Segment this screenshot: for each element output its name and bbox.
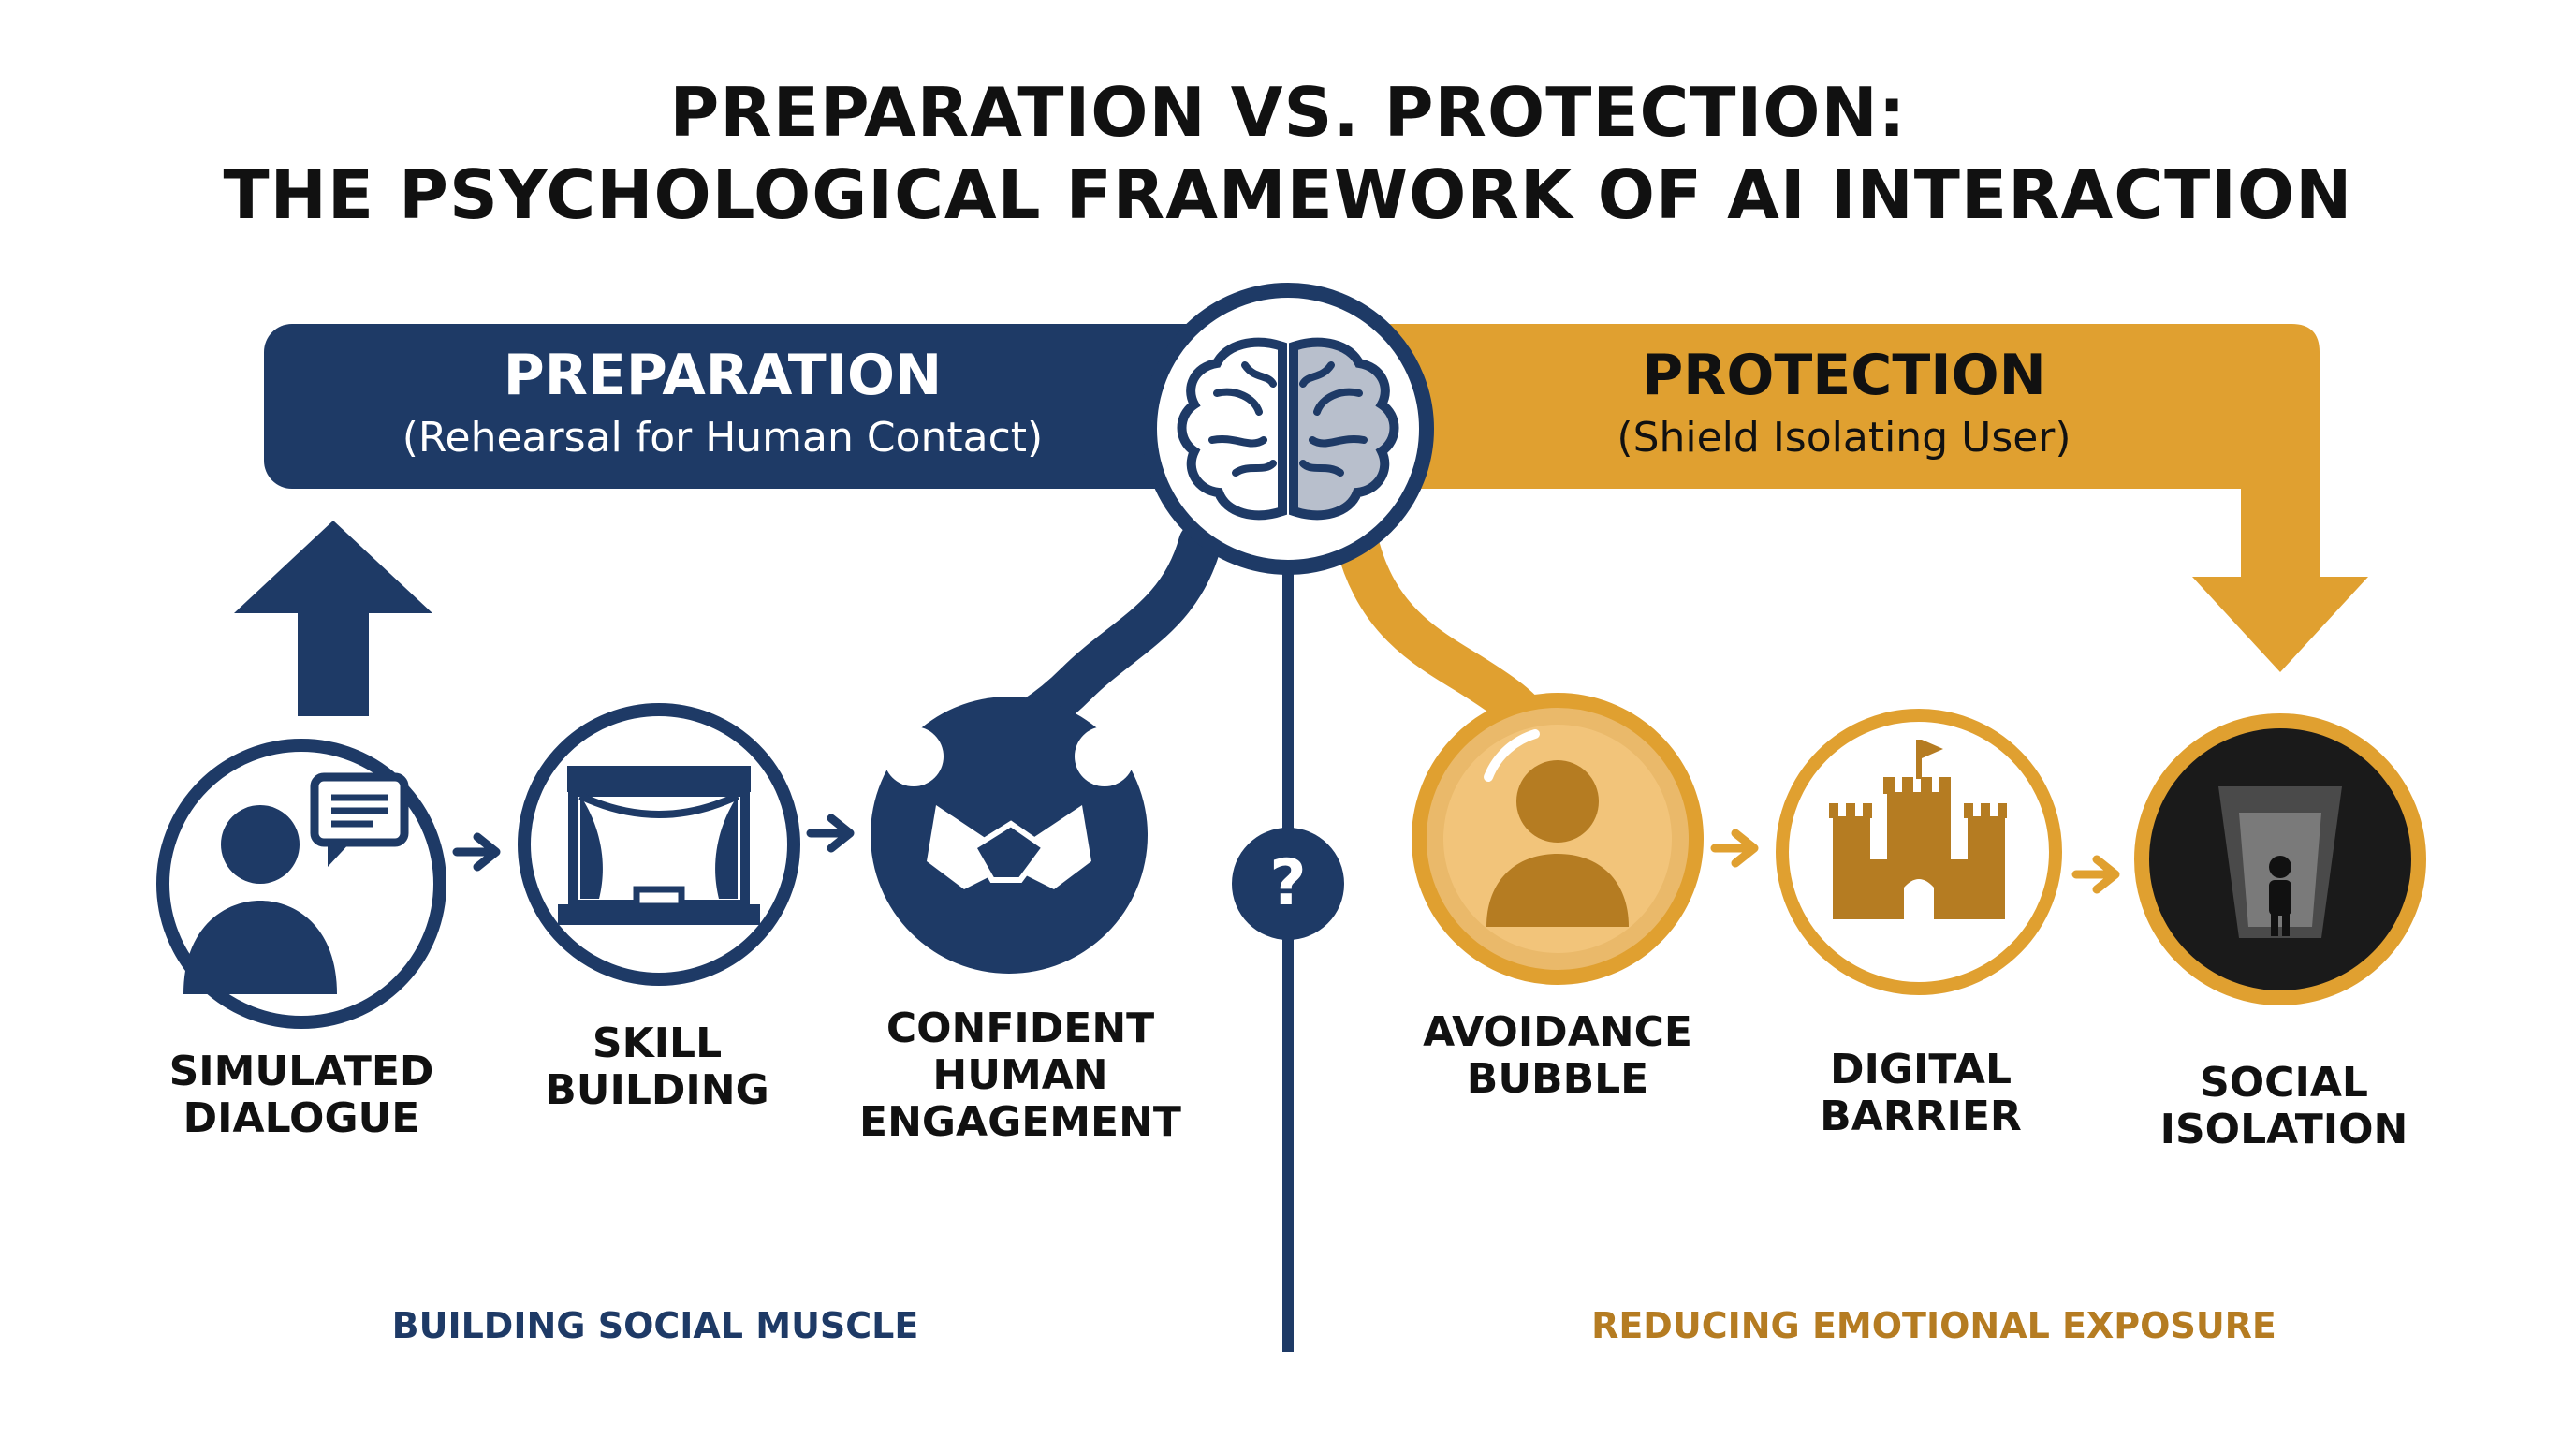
label-line: BUBBLE [1466, 1055, 1649, 1103]
label-line: AVOIDANCE [1423, 1008, 1692, 1056]
preparation-subtitle: (Rehearsal for Human Contact) [402, 414, 1044, 462]
label-line: ISOLATION [2159, 1106, 2408, 1153]
brain-icon [1142, 283, 1434, 575]
protection-banner [1339, 324, 2368, 672]
question-mark: ? [1269, 846, 1307, 920]
label-line: ENGAGEMENT [859, 1098, 1181, 1146]
person-bubble-icon [1412, 693, 1704, 985]
label-line: BARRIER [1820, 1093, 2022, 1140]
label-line: BUILDING [545, 1066, 769, 1114]
protection-subtitle: (Shield Isolating User) [1617, 414, 2071, 462]
preparation-footer: BUILDING SOCIAL MUSCLE [391, 1305, 919, 1346]
title-line-2: THE PSYCHOLOGICAL FRAMEWORK OF AI INTERA… [223, 155, 2353, 234]
preparation-arrow-2 [806, 814, 855, 853]
step-label-confident-human-engagement: CONFIDENT HUMAN ENGAGEMENT [833, 1005, 1208, 1146]
preparation-title: PREPARATION [503, 343, 943, 408]
protection-arrow-1 [1710, 829, 1759, 868]
step-label-simulated-dialogue: SIMULATED DIALOGUE [124, 1049, 479, 1142]
handshake-icon [871, 697, 1148, 974]
label-line: SOCIAL [2200, 1059, 2368, 1107]
preparation-arrow-1 [452, 832, 501, 872]
step-label-social-isolation: SOCIAL ISOLATION [2106, 1060, 2462, 1153]
label-line: SIMULATED [168, 1048, 434, 1095]
protection-title: PROTECTION [1642, 343, 2046, 408]
preparation-banner [264, 324, 1237, 489]
label-line: DIALOGUE [183, 1094, 420, 1142]
question-mark-icon [1232, 828, 1344, 940]
title-line-1: PREPARATION VS. PROTECTION: [669, 73, 1907, 152]
stage-icon [518, 703, 800, 986]
step-label-skill-building: SKILL BUILDING [479, 1020, 835, 1114]
preparation-up-arrow [234, 521, 432, 716]
isolated-person-icon [2134, 713, 2426, 1005]
label-line: DIGITAL [1829, 1046, 2012, 1093]
label-line: SKILL [592, 1020, 723, 1067]
castle-icon [1776, 709, 2062, 995]
protection-arrow-2 [2071, 855, 2120, 894]
step-label-digital-barrier: DIGITAL BARRIER [1743, 1047, 2099, 1140]
label-line: CONFIDENT [886, 1005, 1155, 1052]
protection-footer: REDUCING EMOTIONAL EXPOSURE [1591, 1305, 2276, 1346]
person-speech-icon [156, 739, 446, 1029]
label-line: HUMAN [932, 1051, 1108, 1099]
step-label-avoidance-bubble: AVOIDANCE BUBBLE [1380, 1009, 1735, 1103]
